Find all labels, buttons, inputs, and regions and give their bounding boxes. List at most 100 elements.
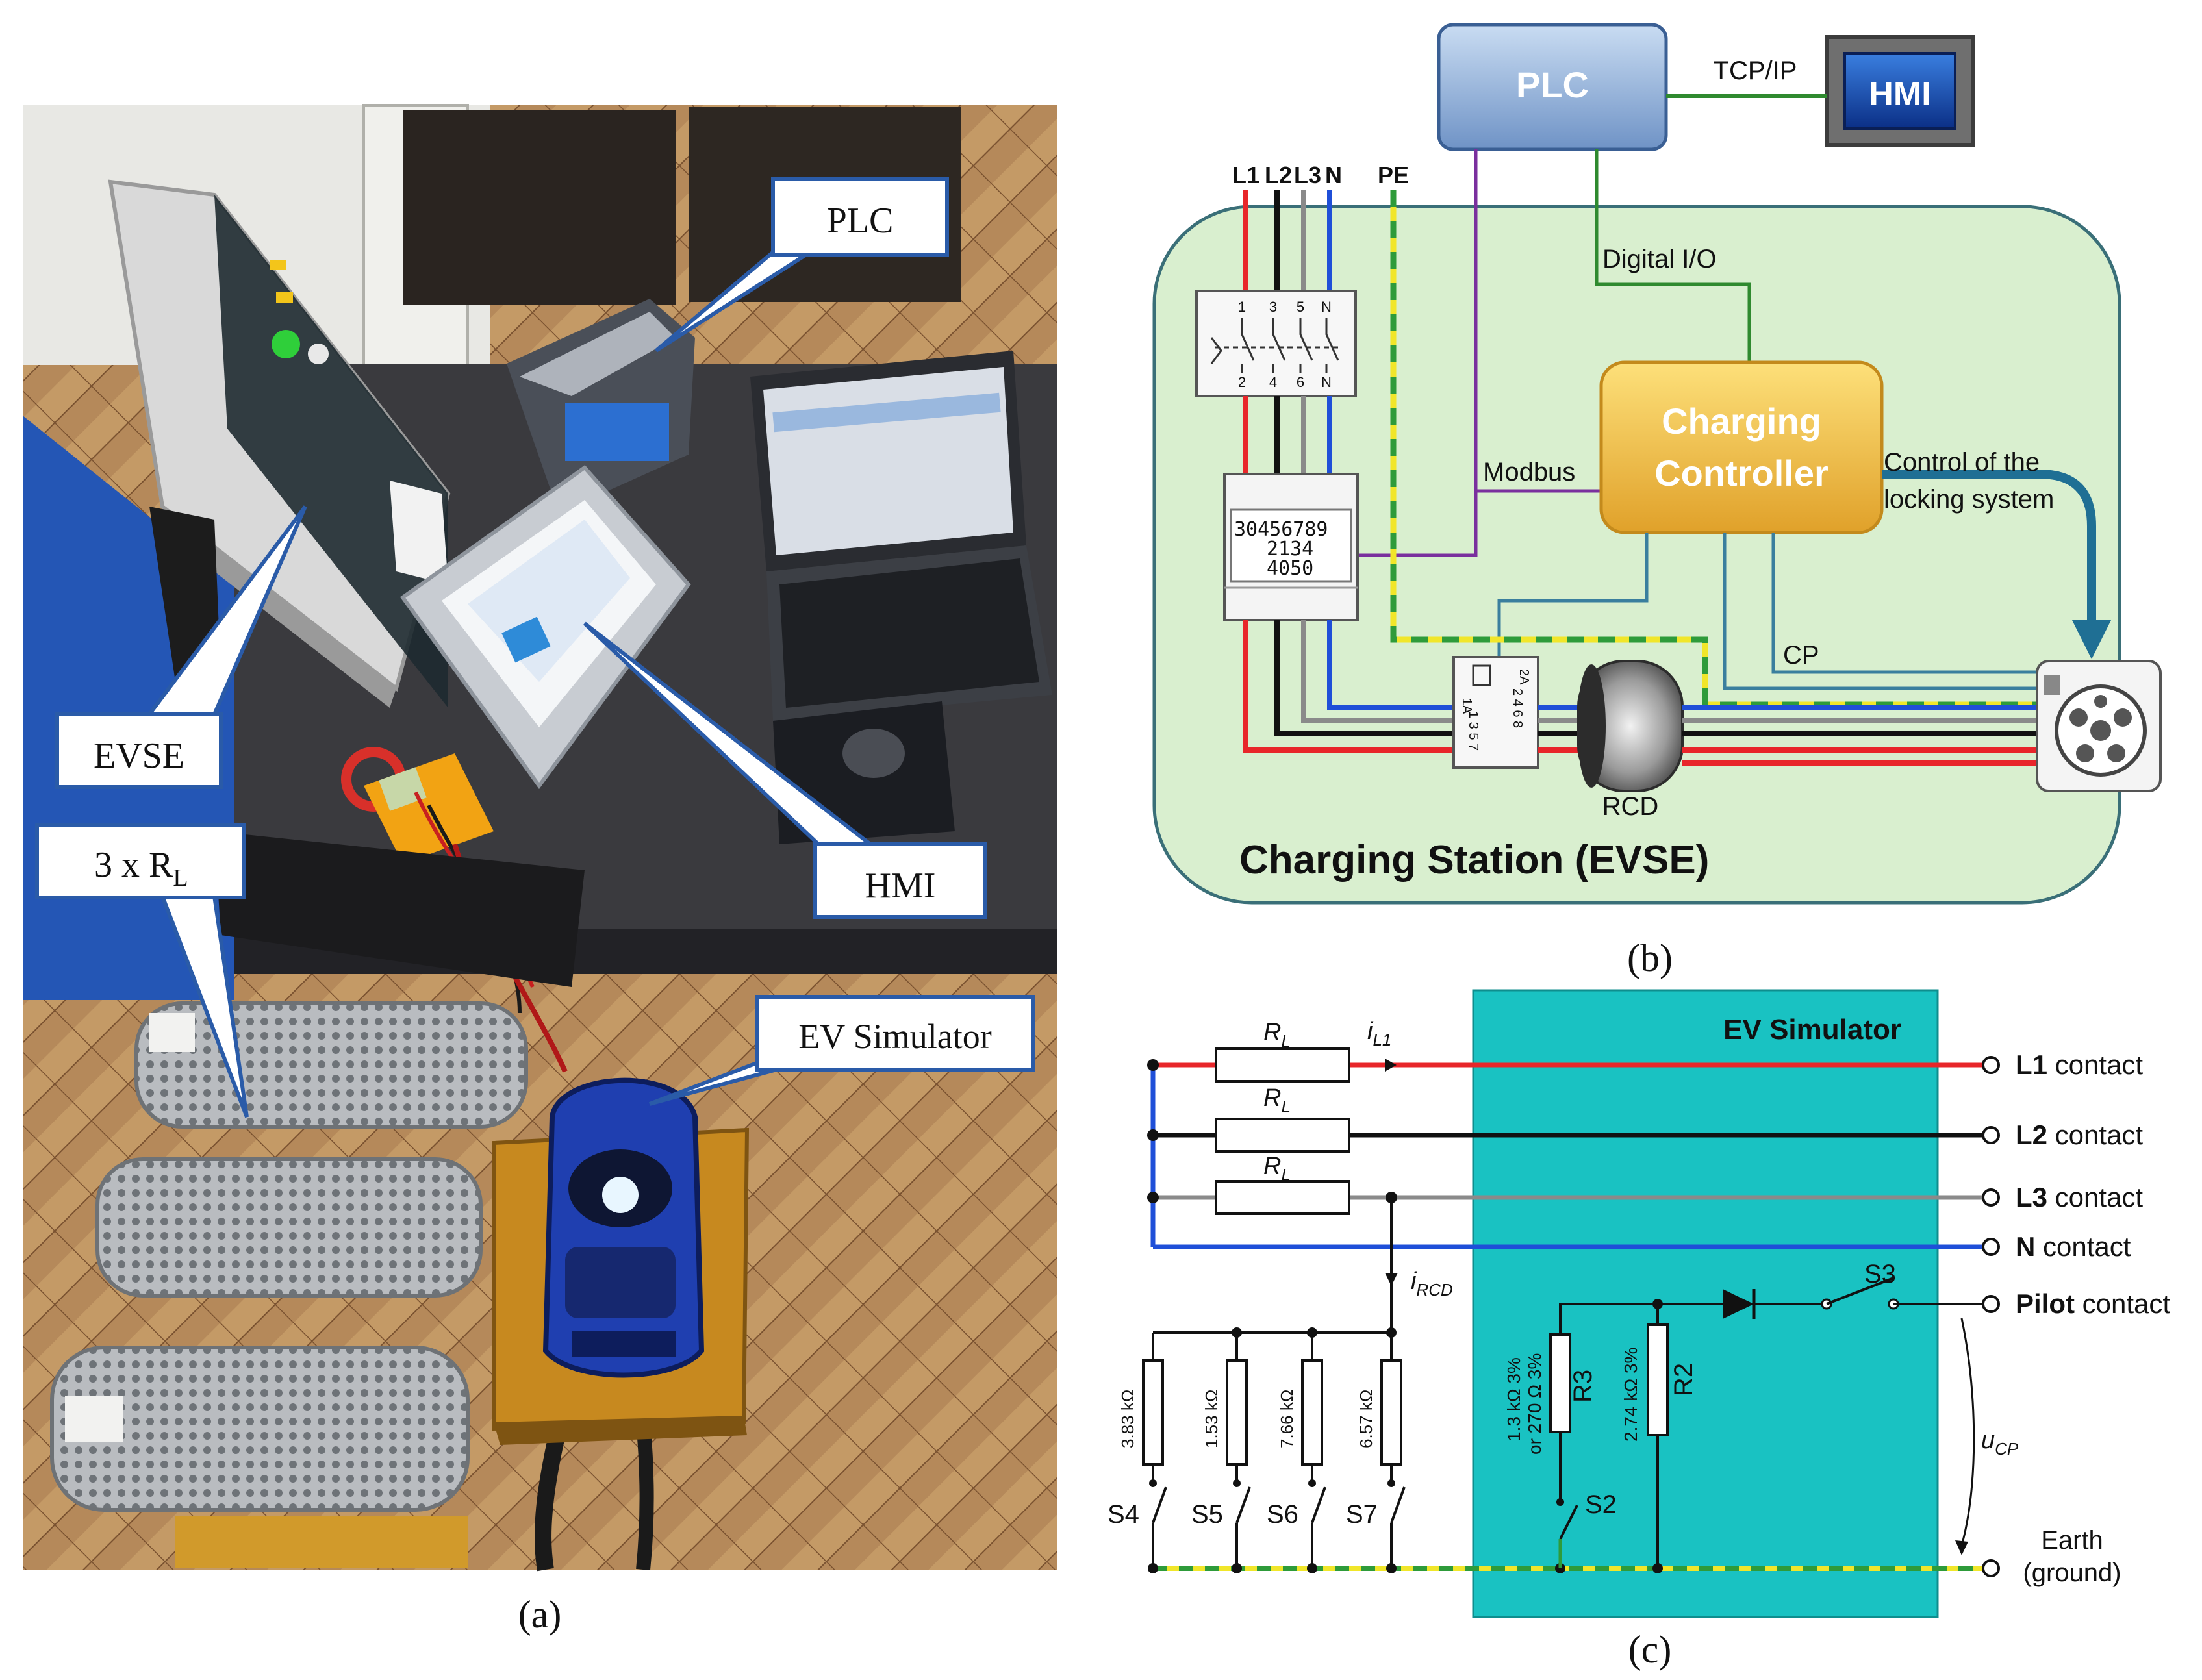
leakage-branch-s7: 6.57 kΩ S7 [1346, 1333, 1406, 1568]
svg-text:1: 1 [1238, 299, 1246, 315]
svg-text:6.57 kΩ: 6.57 kΩ [1356, 1390, 1376, 1448]
callout-plc: PLC [655, 177, 949, 353]
contactor: 1A 2A 1 3 5 7 2 4 6 8 [1452, 656, 1539, 769]
svg-text:S4: S4 [1107, 1500, 1139, 1529]
ev-simulator-car [542, 1077, 705, 1378]
leakage-branch-s4: 3.83 kΩ S4 [1107, 1333, 1167, 1568]
pe-label: PE [1378, 162, 1409, 188]
svg-text:N: N [1321, 374, 1332, 390]
rl-resistor-1: RL [1215, 1019, 1350, 1083]
earth-label-2: (ground) [2023, 1559, 2121, 1587]
callout-ev-simulator-label: EV Simulator [798, 1017, 992, 1056]
svg-text:S7: S7 [1346, 1500, 1378, 1529]
plc-box [1437, 23, 1668, 151]
leakage-branch-s5: 1.53 kΩ S5 [1191, 1333, 1251, 1568]
svg-text:1.53 kΩ: 1.53 kΩ [1202, 1390, 1221, 1448]
il1-label: iL1 [1367, 1018, 1391, 1049]
r2-resistor [1647, 1323, 1669, 1436]
locking-arrow [1882, 470, 2096, 623]
callout-evse-label: EVSE [94, 736, 184, 776]
ev-simulator-title: EV Simulator [1723, 1014, 1901, 1046]
r3-value-2: or 270 Ω 3% [1525, 1353, 1545, 1455]
station-title: Charging Station (EVSE) [1239, 838, 1709, 883]
svg-text:2 4 6 8: 2 4 6 8 [1510, 688, 1525, 728]
ircd-label: iRCD [1411, 1268, 1453, 1299]
phase-l2-label: L2 [1265, 162, 1292, 188]
svg-text:RCD: RCD [1602, 792, 1659, 821]
caption-b: (b) [1627, 936, 1673, 979]
locking-line1: Control of the [1884, 448, 2040, 477]
hmi-label: HMI [1869, 75, 1930, 113]
svg-text:RL: RL [1263, 1084, 1291, 1116]
phase-l3-label: L3 [1294, 162, 1321, 188]
contact-l3: L3 contact [2016, 1182, 2143, 1212]
laptop [750, 351, 1052, 721]
panel-c: EV Simulator RL RL RL iL1 iRCD [1107, 989, 2170, 1618]
contact-l1: L1 contact [2016, 1049, 2143, 1080]
contact-n: N contact [2016, 1231, 2131, 1262]
contact-pilot: Pilot contact [2016, 1288, 2170, 1319]
svg-text:2: 2 [1238, 374, 1246, 390]
hmi-box: HMI [1825, 35, 1975, 147]
svg-text:3: 3 [1269, 299, 1277, 315]
svg-text:S5: S5 [1191, 1500, 1223, 1529]
callout-evse: EVSE [55, 505, 307, 789]
svg-text:5: 5 [1297, 299, 1304, 315]
caption-c: (c) [1628, 1628, 1672, 1671]
r2-label: R2 [1669, 1363, 1698, 1396]
r2-value: 2.74 kΩ 3% [1621, 1348, 1641, 1442]
caption-a: (a) [518, 1593, 562, 1636]
tcpip-label: TCP/IP [1714, 56, 1797, 85]
svg-text:N: N [1321, 299, 1332, 315]
svg-text:1 3 5 7: 1 3 5 7 [1466, 711, 1480, 751]
r3-value-1: 1.3 kΩ 3% [1504, 1357, 1524, 1442]
ucp-label: uCP [1981, 1427, 2019, 1459]
charging-socket [2036, 660, 2162, 792]
callout-ev-simulator: EV Simulator [648, 995, 1035, 1106]
svg-text:RL: RL [1263, 1153, 1291, 1185]
hmi-panel [399, 464, 691, 790]
s2-label: S2 [1585, 1490, 1617, 1519]
panel-a-photo [23, 104, 1057, 1572]
svg-text:3.83 kΩ: 3.83 kΩ [1118, 1390, 1137, 1448]
plc-rack [507, 299, 695, 513]
svg-text:S6: S6 [1267, 1500, 1298, 1529]
contact-l2: L2 contact [2016, 1120, 2143, 1150]
controller-line2: Controller [1654, 453, 1829, 494]
svg-text:2A: 2A [1517, 669, 1531, 685]
svg-text:4: 4 [1269, 374, 1277, 390]
charging-controller [1599, 360, 1884, 534]
callout-rl: 3 x RL [35, 823, 249, 1118]
pilot-diode [1723, 1289, 1754, 1319]
leakage-branch-s6: 7.66 kΩ S6 [1267, 1333, 1326, 1568]
cp-label: CP [1783, 641, 1819, 670]
rl-resistor-3: RL [1215, 1153, 1350, 1215]
svg-text:6: 6 [1297, 374, 1304, 390]
load-resistors [50, 1001, 528, 1568]
phase-l1-label: L1 [1232, 162, 1259, 188]
energy-meter: 30456789 2134 4050 [1223, 473, 1359, 621]
callout-rl-label: 3 x RL [94, 845, 188, 892]
main-breaker: 1 3 5 N 2 4 6 N [1195, 290, 1357, 397]
digital-io-label: Digital I/O [1602, 245, 1717, 273]
rcd: RCD [1577, 660, 1684, 821]
panel-b: PLC HMI TCP/IP Digital I/O Modbus Chargi… [1152, 23, 2162, 905]
r3-resistor [1549, 1333, 1571, 1433]
svg-text:RL: RL [1263, 1019, 1291, 1051]
locking-line2: locking system [1884, 485, 2054, 514]
svg-text:2134: 2134 [1267, 538, 1313, 560]
controller-line1: Charging [1662, 401, 1821, 442]
svg-text:7.66 kΩ: 7.66 kΩ [1277, 1390, 1297, 1448]
s3-label: S3 [1864, 1260, 1896, 1288]
rl-resistor-2: RL [1215, 1084, 1350, 1153]
phase-n-label: N [1325, 162, 1342, 188]
earth-label-1: Earth [2041, 1526, 2103, 1555]
callout-plc-label: PLC [827, 201, 894, 241]
plc-label: PLC [1516, 64, 1589, 105]
modbus-label: Modbus [1483, 458, 1575, 486]
svg-text:1A: 1A [1460, 698, 1474, 714]
svg-text:30456789: 30456789 [1234, 518, 1328, 541]
r3-label: R3 [1569, 1370, 1597, 1403]
svg-text:4050: 4050 [1267, 557, 1313, 580]
callout-hmi-label: HMI [865, 866, 936, 906]
